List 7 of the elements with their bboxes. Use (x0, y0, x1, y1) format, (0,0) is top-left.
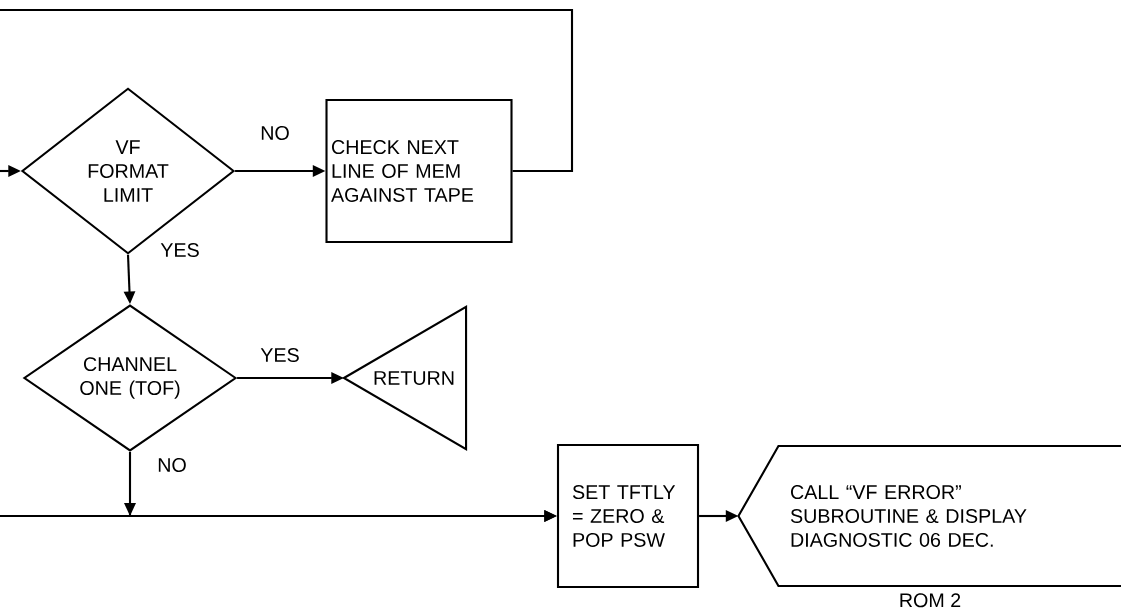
edge-label: NO (155, 456, 189, 474)
process-box: SET TFTLY = ZERO & POP PSW (556, 443, 700, 589)
process-box: CHECK NEXT LINE OF MEM AGAINST TAPE (325, 98, 513, 244)
connector-line (0, 8, 574, 173)
caption-label: ROM 2 (900, 593, 961, 608)
edge-label: YES (258, 346, 302, 364)
edge-label: NO (258, 124, 292, 142)
